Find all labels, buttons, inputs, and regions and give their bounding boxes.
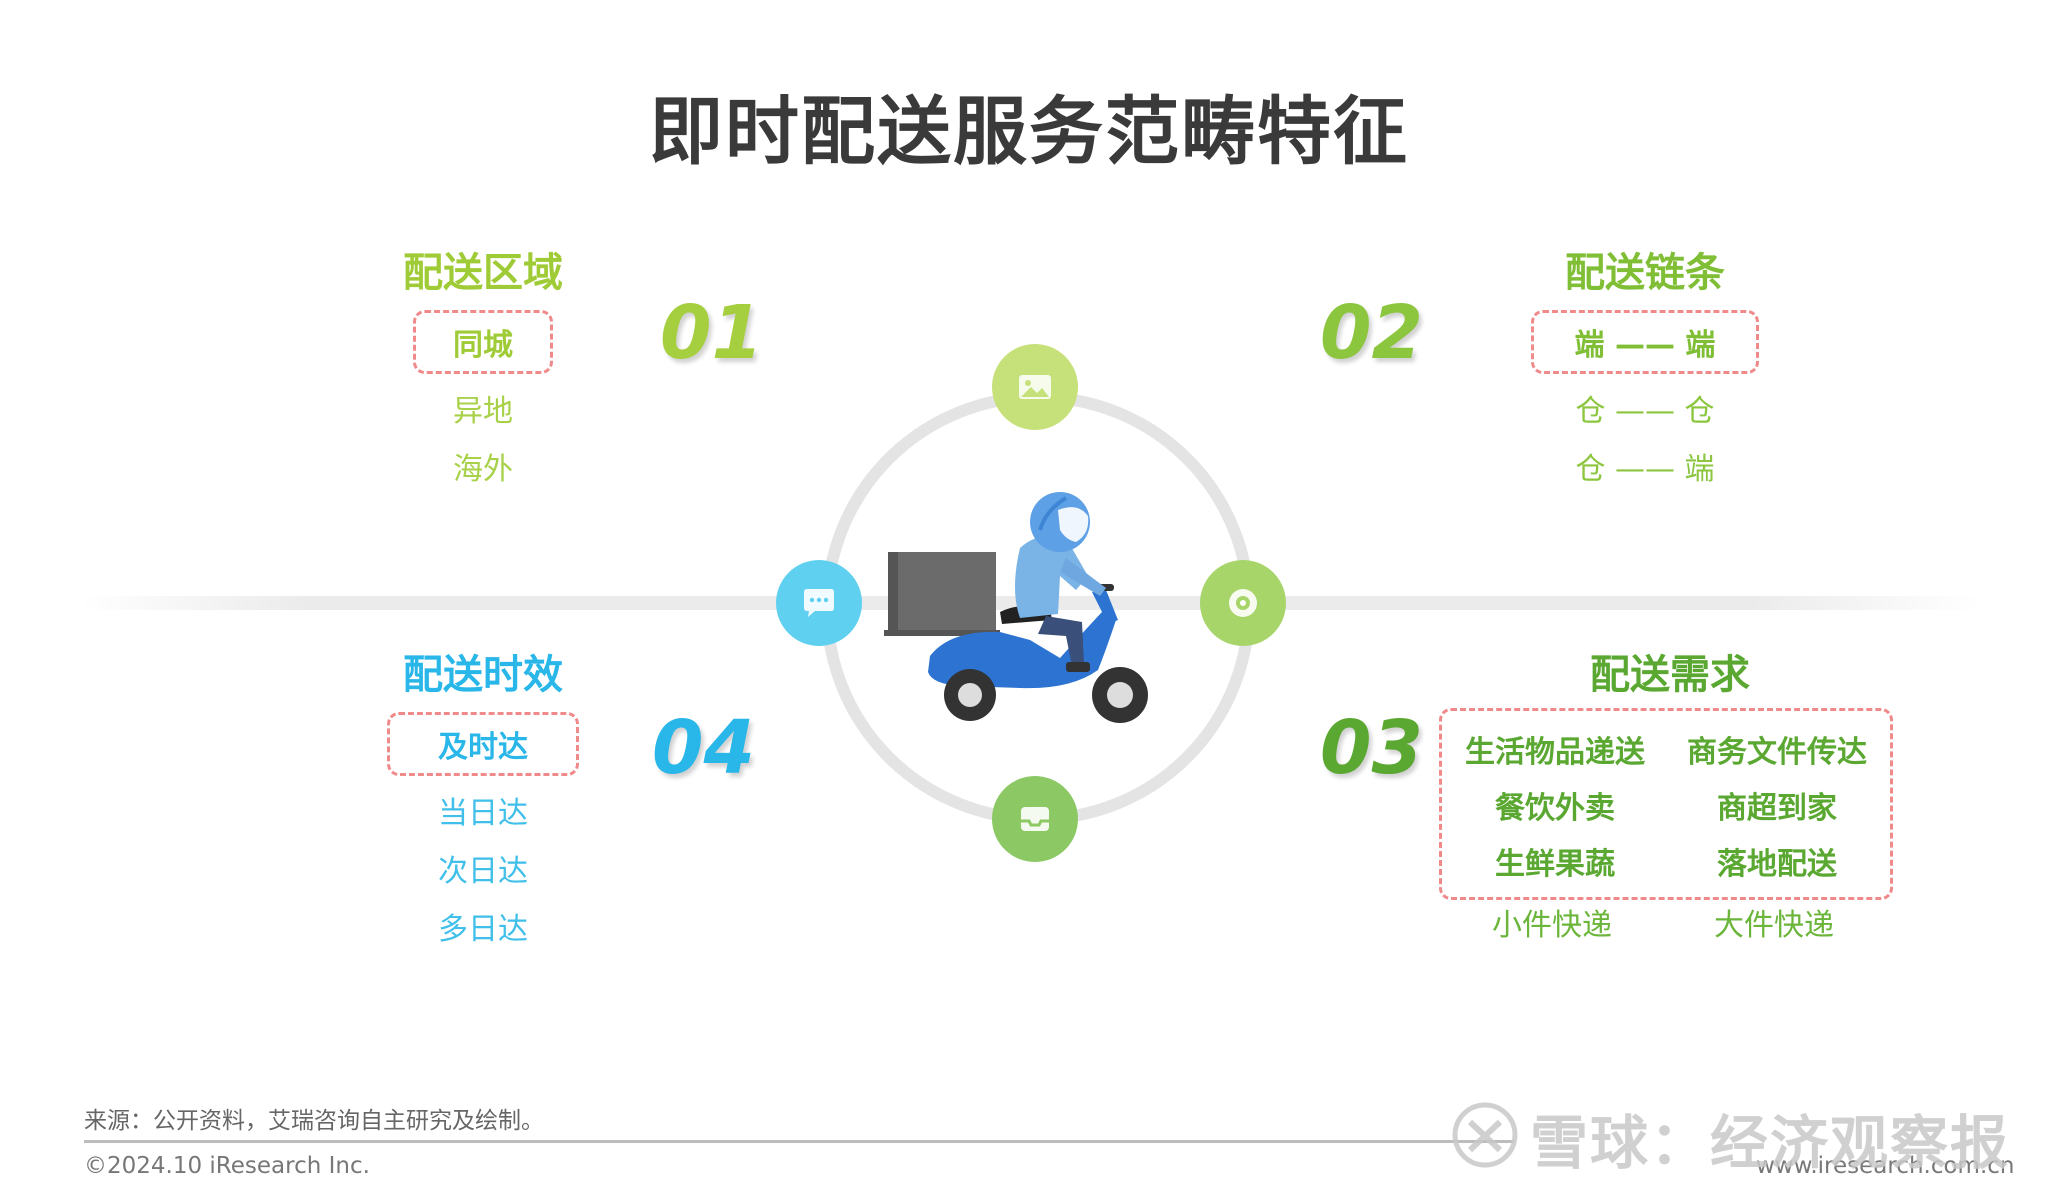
number-01: 01	[660, 290, 763, 376]
q1-highlight-box: 同城	[413, 310, 553, 374]
q2-highlight-box: 端 —— 端	[1531, 310, 1759, 374]
q1-block: 配送区域 同城 异地 海外	[383, 240, 583, 488]
q3-highlight-item: 商务文件传达	[1687, 735, 1867, 770]
number-04: 04	[652, 705, 755, 791]
watermark-text: 雪球：经济观察报	[1530, 1109, 2011, 1177]
q4-heading: 配送时效	[403, 652, 563, 698]
q2-block: 配送链条 端 —— 端 仓 —— 仓 仓 —— 端	[1530, 240, 1760, 488]
q4-highlight: 及时达	[438, 730, 528, 765]
q4-highlight-box: 及时达	[387, 712, 579, 776]
number-03: 03	[1320, 705, 1423, 791]
q3-heading: 配送需求	[1590, 652, 1750, 698]
footer-url: www.iresearch.com.cn	[1756, 1153, 2015, 1179]
inbox-icon	[1021, 807, 1049, 831]
page-title: 即时配送服务范畴特征	[649, 89, 1409, 175]
q2-highlight: 端 —— 端	[1574, 328, 1716, 363]
chat-icon	[804, 589, 834, 617]
q2-item: 仓 —— 仓	[1575, 394, 1715, 429]
q4-block: 配送时效 及时达 当日达 次日达 多日达	[378, 642, 588, 948]
q3-highlight-item: 落地配送	[1717, 847, 1837, 882]
q3-item: 小件快递	[1492, 908, 1612, 943]
watermark-logo-icon	[1452, 1102, 1518, 1168]
q3-highlight-item: 商超到家	[1717, 791, 1837, 826]
q3-highlight-item: 生鲜果蔬	[1495, 847, 1615, 882]
q2-heading: 配送链条	[1565, 250, 1725, 296]
q1-heading: 配送区域	[403, 250, 563, 296]
q3-item: 大件快递	[1714, 908, 1834, 943]
copyright: ©2024.10 iResearch Inc.	[84, 1153, 370, 1179]
q3-highlight-box: 生活物品递送 商务文件传达 餐饮外卖 商超到家 生鲜果蔬 落地配送	[1439, 708, 1893, 900]
q3-highlight-item: 餐饮外卖	[1495, 791, 1615, 826]
delivery-scooter-icon	[884, 492, 1148, 723]
node-bottom	[992, 776, 1078, 862]
node-left	[776, 560, 862, 646]
number-02: 02	[1320, 290, 1423, 376]
q4-item: 多日达	[438, 912, 528, 947]
source-note: 来源：公开资料，艾瑞咨询自主研究及绘制。	[84, 1108, 544, 1134]
q3-highlight-item: 生活物品递送	[1465, 735, 1645, 770]
q4-item: 当日达	[438, 796, 528, 831]
node-top	[992, 344, 1078, 430]
node-right	[1200, 560, 1286, 646]
q1-item: 异地	[453, 394, 513, 429]
q4-item: 次日达	[438, 854, 528, 889]
q1-item: 海外	[453, 452, 513, 487]
footer-divider	[84, 1140, 1514, 1143]
q2-item: 仓 —— 端	[1575, 452, 1715, 487]
q1-highlight: 同城	[453, 328, 513, 363]
camera-icon	[1229, 589, 1257, 617]
image-icon	[1019, 375, 1051, 399]
